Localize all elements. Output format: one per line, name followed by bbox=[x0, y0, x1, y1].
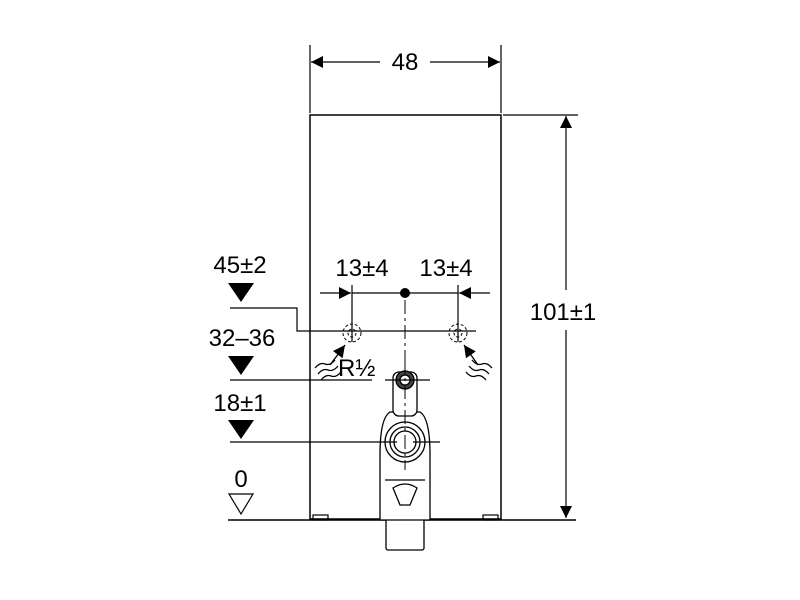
height-label: 101±1 bbox=[530, 299, 597, 326]
offset-right-label: 13±4 bbox=[419, 255, 472, 282]
level-marker-filled-icon bbox=[228, 356, 254, 375]
water-inlet-arrow-right bbox=[463, 344, 493, 381]
center-point bbox=[400, 288, 410, 298]
width-label: 48 bbox=[392, 49, 419, 76]
water-connection-right bbox=[448, 323, 468, 343]
level-label-32-36: 32–36 bbox=[209, 325, 276, 352]
level-marker-hollow-icon bbox=[227, 493, 255, 516]
level-label-18: 18±1 bbox=[213, 390, 266, 417]
level-line-45 bbox=[230, 307, 476, 332]
offset-dimension bbox=[320, 285, 490, 342]
offset-left-label: 13±4 bbox=[335, 255, 388, 282]
level-marker-filled-icon bbox=[228, 283, 254, 302]
height-dimension bbox=[503, 114, 578, 518]
level-label-0: 0 bbox=[234, 466, 247, 493]
level-label-45: 45±2 bbox=[213, 252, 266, 279]
water-inlet-arrow-left bbox=[314, 344, 346, 381]
thread-label: R½ bbox=[338, 355, 375, 382]
water-connection-left bbox=[342, 323, 362, 343]
width-dimension bbox=[309, 45, 502, 113]
level-marker-filled-icon bbox=[228, 420, 254, 439]
